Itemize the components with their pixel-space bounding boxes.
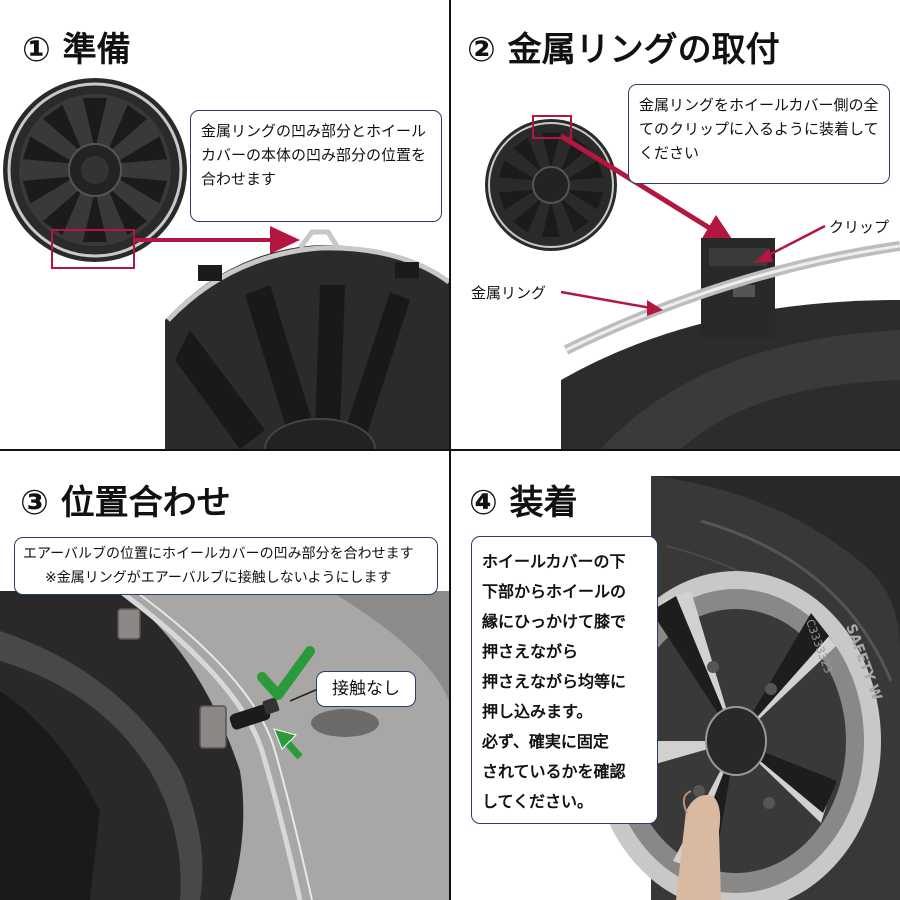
step-4-note-line: されているかを確認: [482, 762, 626, 781]
panel-step-3: ③ 位置合わせ エアーバルブの位置にホイールカバーの凹み部分を合わせます ※金属…: [0, 451, 449, 900]
step-4-note-line: 押さえながら均等に: [482, 672, 627, 691]
step-4-title: ④ 装着: [469, 483, 578, 523]
step-3-note-line-1: エアーバルブの位置にホイールカバーの凹み部分を合わせます: [23, 546, 414, 562]
step-3-title: ③ 位置合わせ: [20, 483, 231, 523]
step-4-note-line: 必ず、確実に固定: [482, 732, 609, 751]
panel-step-2: ② 金属リングの取付 金属リングをホイールカバー側の全てのクリップに入るように装…: [451, 0, 900, 449]
step-4-note-line: 押さえながら: [482, 642, 579, 661]
step-1-title: ① 準備: [22, 30, 131, 70]
installation-illustration: SAFETY W C3333323: [591, 476, 900, 900]
no-contact-label: 接触なし: [316, 671, 416, 707]
step-4-note-line: 縁にひっかけて膝で: [482, 612, 627, 631]
valve-alignment-illustration: [0, 563, 449, 900]
metal-ring-label: 金属リング: [471, 284, 547, 302]
clip-label: クリップ: [829, 218, 890, 236]
horizontal-divider: [0, 449, 900, 451]
step-3-note: エアーバルブの位置にホイールカバーの凹み部分を合わせます ※金属リングがエアーバ…: [14, 537, 438, 595]
clip-ring-illustration: [485, 115, 900, 449]
step-4-note-line: 下部からホイールの: [482, 582, 627, 601]
step-2-note: 金属リングをホイールカバー側の全てのクリップに入るように装着してください: [628, 84, 890, 184]
step-3-note-line-2: ※金属リングがエアーバルブに接触しないようにします: [45, 570, 392, 586]
step-4-note-line: ホイールカバーの下: [482, 552, 626, 571]
step-4-note-line: してください。: [482, 792, 594, 811]
step-2-title: ② 金属リングの取付: [467, 30, 780, 70]
wheel-cover-illustration: [3, 78, 449, 449]
step-4-note-line: 押し込みます。: [482, 702, 593, 721]
step-1-note: 金属リングの凹み部分とホイールカバーの本体の凹み部分の位置を合わせます: [190, 110, 442, 222]
panel-step-4: SAFETY W C3333323 ④ 装着 ホイールカバーの下 下部からホイー…: [451, 451, 900, 900]
panel-step-1: ① 準備 金属リングの凹み部分とホイールカバーの本体の凹み部分の位置を合わせます: [0, 0, 449, 449]
step-4-note: ホイールカバーの下 下部からホイールの 縁にひっかけて膝で 押さえながら 押さえ…: [471, 536, 658, 824]
